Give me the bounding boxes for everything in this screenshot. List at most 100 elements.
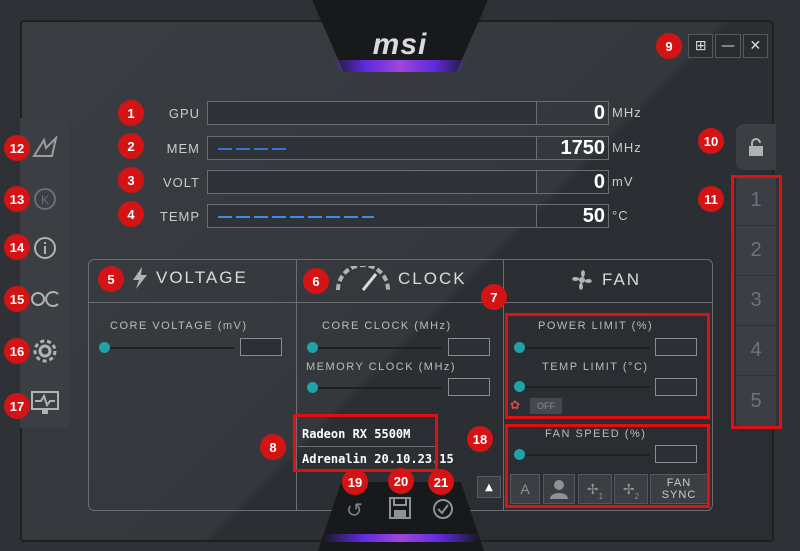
badge-1: 1 bbox=[118, 100, 144, 126]
temp-bar bbox=[207, 204, 537, 228]
badge-16: 16 bbox=[4, 338, 30, 364]
divider-clock-fan bbox=[503, 260, 504, 510]
profile-2[interactable]: 2 bbox=[736, 226, 776, 276]
user-fan-button[interactable] bbox=[543, 474, 575, 504]
fan-sync-line2: SYNC bbox=[661, 489, 697, 501]
profile-list: 1 2 3 4 5 bbox=[736, 176, 776, 428]
badge-4: 4 bbox=[118, 201, 144, 227]
core-clock-label: CORE CLOCK (MHz) bbox=[322, 320, 452, 332]
profile-5[interactable]: 5 bbox=[750, 389, 762, 412]
fan-speed-label: FAN SPEED (%) bbox=[545, 428, 647, 440]
gpu-unit: MHz bbox=[612, 105, 642, 120]
badge-5: 5 bbox=[98, 266, 124, 292]
windows-icon[interactable]: ⊞ bbox=[688, 34, 714, 58]
badge-10: 10 bbox=[698, 128, 724, 154]
fan-sync-line1: FAN bbox=[666, 477, 692, 489]
close-button[interactable]: ✕ bbox=[742, 34, 768, 58]
memory-clock-input[interactable] bbox=[448, 378, 490, 396]
top-glow bbox=[330, 60, 470, 72]
reset-icon[interactable]: ↺ bbox=[346, 498, 363, 522]
core-voltage-slider[interactable] bbox=[104, 347, 234, 349]
save-icon[interactable] bbox=[388, 496, 412, 525]
fan1-icon: ✢ bbox=[586, 480, 599, 497]
fan-title-text: FAN bbox=[602, 270, 642, 289]
mem-label: MEM bbox=[166, 140, 200, 156]
badge-20: 20 bbox=[388, 468, 414, 494]
badge-2: 2 bbox=[118, 133, 144, 159]
temp-limit-slider[interactable] bbox=[520, 386, 650, 388]
memory-clock-slider[interactable] bbox=[312, 387, 442, 389]
temp-label: TEMP bbox=[159, 208, 200, 224]
core-clock-slider[interactable] bbox=[312, 347, 442, 349]
mem-bar-fill bbox=[218, 148, 288, 150]
volt-unit: mV bbox=[612, 174, 634, 189]
badge-9: 9 bbox=[656, 33, 682, 59]
profile-3[interactable]: 3 bbox=[736, 276, 776, 326]
info-icon[interactable] bbox=[26, 229, 64, 267]
driver-version: Adrenalin 20.10.23.15 bbox=[302, 452, 454, 466]
temp-value: 50 bbox=[537, 204, 609, 228]
badge-19: 19 bbox=[342, 469, 368, 495]
expand-up-button[interactable]: ▲ bbox=[477, 476, 501, 498]
memory-clock-knob[interactable] bbox=[307, 382, 318, 393]
temp-limit-input[interactable] bbox=[655, 378, 697, 396]
lock-icon[interactable] bbox=[736, 124, 776, 170]
lightning-icon bbox=[133, 267, 147, 289]
volt-bar bbox=[207, 170, 537, 194]
core-voltage-input[interactable] bbox=[240, 338, 282, 356]
badge-17: 17 bbox=[4, 393, 30, 419]
fan2-icon: ✢ bbox=[622, 480, 635, 497]
settings-gear-icon[interactable] bbox=[26, 332, 64, 370]
core-voltage-knob[interactable] bbox=[99, 342, 110, 353]
user-icon bbox=[550, 480, 568, 499]
temp-unit: °C bbox=[612, 208, 629, 223]
fan-curve-icon[interactable]: ✿ bbox=[510, 398, 521, 412]
fan-icon bbox=[572, 270, 592, 290]
off-toggle[interactable]: OFF bbox=[530, 398, 562, 414]
minimize-button[interactable]: — bbox=[715, 34, 741, 58]
mem-value: 1750 bbox=[537, 136, 609, 160]
power-limit-slider[interactable] bbox=[520, 347, 650, 349]
fan-speed-input[interactable] bbox=[655, 445, 697, 463]
oc-scanner-icon[interactable] bbox=[26, 280, 64, 318]
gpu-info-highlight bbox=[293, 414, 438, 472]
fan-sync-button[interactable]: FAN SYNC bbox=[650, 474, 708, 504]
core-clock-input[interactable] bbox=[448, 338, 490, 356]
fan-auto-button[interactable]: A bbox=[510, 474, 540, 504]
mem-bar bbox=[207, 136, 537, 160]
monitoring-icon[interactable] bbox=[26, 384, 64, 422]
profile-1[interactable]: 1 bbox=[736, 176, 776, 226]
gpu-value: 0 bbox=[537, 101, 609, 125]
volt-monitor: VOLT 0 mV bbox=[150, 170, 633, 194]
fan2-number: 2 bbox=[634, 491, 640, 501]
fan-speed-highlight bbox=[505, 424, 710, 508]
badge-15: 15 bbox=[4, 286, 30, 312]
gpu-monitor: GPU 0 MHz bbox=[150, 101, 641, 125]
power-limit-input[interactable] bbox=[655, 338, 697, 356]
speedometer-icon bbox=[336, 266, 390, 291]
gpu-bar bbox=[207, 101, 537, 125]
fan-speed-slider[interactable] bbox=[520, 454, 650, 456]
mem-monitor: MEM 1750 MHz bbox=[150, 136, 641, 160]
power-limit-knob[interactable] bbox=[514, 342, 525, 353]
apply-check-icon[interactable] bbox=[432, 498, 454, 525]
voltage-title-text: VOLTAGE bbox=[156, 268, 248, 287]
core-clock-knob[interactable] bbox=[307, 342, 318, 353]
memory-clock-label: MEMORY CLOCK (MHz) bbox=[306, 361, 457, 373]
profiles-highlight bbox=[731, 175, 782, 429]
left-sidebar bbox=[20, 118, 70, 428]
k-boost-icon[interactable]: K bbox=[26, 180, 64, 218]
fan2-button[interactable]: ✢2 bbox=[614, 474, 648, 504]
gpu-name: Radeon RX 5500M bbox=[302, 427, 411, 441]
profile-4[interactable]: 4 bbox=[736, 326, 776, 376]
badge-12: 12 bbox=[4, 135, 30, 161]
msi-logo: msi bbox=[372, 28, 428, 61]
fan-title: FAN bbox=[568, 266, 641, 294]
badge-8: 8 bbox=[260, 434, 286, 460]
fan-speed-knob[interactable] bbox=[514, 449, 525, 460]
kombustor-icon[interactable] bbox=[26, 128, 64, 166]
temp-limit-knob[interactable] bbox=[514, 381, 525, 392]
clock-title-text: CLOCK bbox=[398, 269, 467, 288]
volt-label: VOLT bbox=[163, 174, 200, 190]
fan1-button[interactable]: ✢1 bbox=[578, 474, 612, 504]
